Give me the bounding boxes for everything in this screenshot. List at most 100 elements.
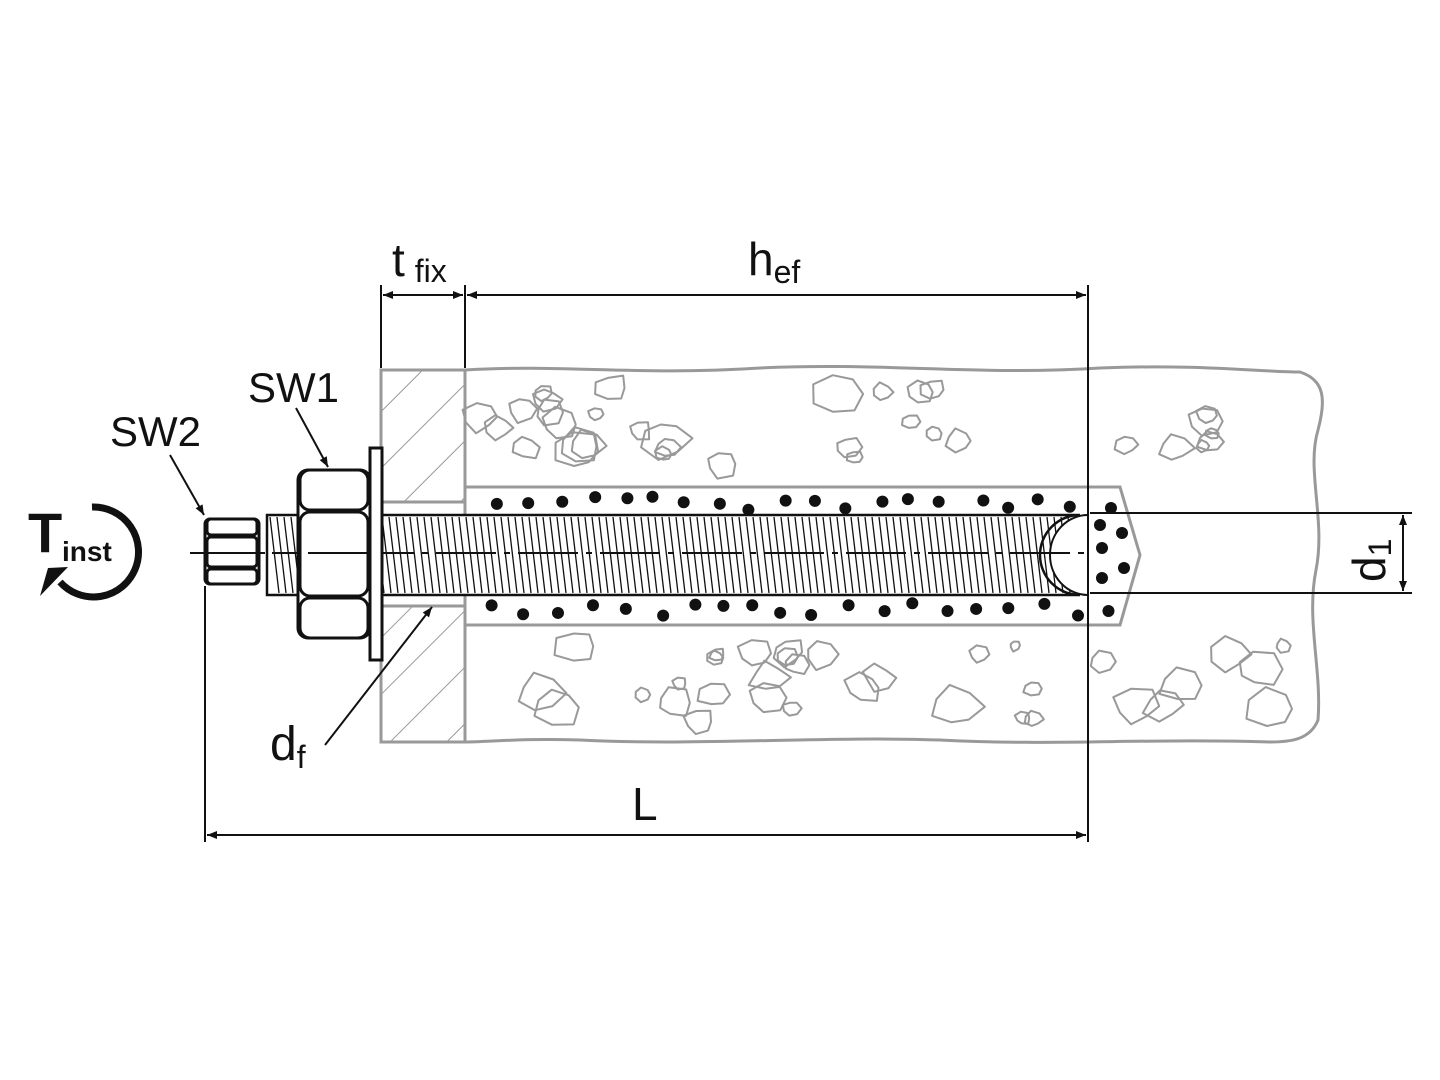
mortar-dot (1096, 572, 1108, 584)
aggregate-stone (533, 688, 580, 726)
mortar-dot (1096, 542, 1108, 554)
aggregate-stone (906, 379, 934, 404)
mortar-dot (1104, 502, 1117, 515)
mortar-dot (1118, 562, 1130, 574)
aggregate-stone (807, 640, 840, 672)
aggregate-stone (1238, 650, 1284, 686)
aggregate-stone (747, 659, 792, 690)
aggregate-stone (696, 682, 731, 706)
mortar-dot (586, 599, 599, 612)
aggregate-stone (594, 374, 626, 400)
mortar-dot (941, 605, 954, 618)
aggregate-stone (901, 414, 922, 429)
aggregate-stone (517, 671, 568, 712)
mortar-dot (646, 490, 659, 503)
aggregate-stone (671, 676, 687, 691)
aggregate-stone (845, 450, 864, 464)
aggregate-stone (1023, 709, 1045, 727)
mortar-dot (689, 598, 702, 611)
aggregate-stone (541, 405, 577, 440)
mortar-dot (779, 494, 792, 507)
mortar-dot (1002, 501, 1015, 514)
mortar-dot (932, 495, 945, 508)
mortar-dot (517, 608, 530, 621)
aggregate-stone (654, 445, 673, 461)
mortar-dot (1094, 519, 1106, 531)
mortar-dot (906, 597, 919, 610)
aggregate-stone (1009, 640, 1021, 653)
mortar-dot (589, 491, 602, 504)
mortar-dot (717, 599, 730, 612)
aggregate-stone (772, 639, 804, 669)
df-label: df (270, 718, 306, 775)
aggregate-stone (812, 374, 865, 413)
threaded-rod (265, 513, 1089, 597)
mortar-dot (713, 497, 726, 510)
aggregate-stone (1210, 635, 1253, 674)
mortar-dot (977, 494, 990, 507)
mortar-dot (677, 496, 690, 509)
mortar-dot (746, 599, 759, 612)
mortar-dot (551, 606, 564, 619)
mortar-dot (842, 599, 855, 612)
mortar-dot (1072, 609, 1085, 622)
aggregate-stone (1158, 666, 1203, 700)
aggregate-stone (1275, 637, 1292, 654)
aggregate-stone (1195, 430, 1225, 452)
mortar-dot (876, 495, 889, 508)
mortar-dot (1116, 527, 1128, 539)
aggregate-stone (706, 649, 725, 666)
aggregate-stone (1089, 649, 1117, 674)
aggregate-stone (1195, 405, 1218, 424)
aggregate-stone (776, 647, 799, 666)
aggregate-stone (653, 438, 683, 457)
mortar-dot (901, 493, 914, 506)
mortar-dot (1063, 500, 1076, 513)
aggregate-stone (483, 414, 515, 442)
svg-text:inst: inst (62, 536, 112, 567)
aggregate-stone (570, 428, 608, 460)
aggregate-stone (553, 632, 595, 662)
mortar-dot (808, 494, 821, 507)
aggregate-stone (587, 407, 605, 422)
washer (368, 446, 384, 662)
mortar-dot (774, 606, 787, 619)
length-label: L (632, 778, 658, 830)
fixture-plate (379, 368, 467, 744)
installation-torque-icon: T inst (28, 501, 143, 601)
aggregate-stone (861, 662, 898, 693)
aggregate-stone (781, 701, 803, 717)
aggregate-stone (944, 427, 972, 454)
aggregate-stone (511, 435, 541, 460)
extension-lines (204, 285, 1412, 842)
aggregate-stone (872, 381, 895, 402)
aggregate-stone (919, 379, 945, 400)
aggregate-stone (1113, 435, 1140, 456)
aggregate-stone (682, 709, 712, 736)
mortar-dot (742, 503, 755, 516)
sw2-label: SW2 (110, 408, 201, 455)
aggregate-stone (1141, 689, 1185, 723)
aggregate-stone (836, 437, 864, 459)
hex-nut-sw2 (203, 517, 261, 586)
mortar-dot (1102, 604, 1115, 617)
mortar-dot (556, 495, 569, 508)
mortar-dot (485, 599, 498, 612)
mortar-dot (1002, 602, 1015, 615)
aggregate-stone (931, 683, 986, 724)
hex-nut-sw1 (296, 468, 372, 640)
mortar-dot (621, 492, 634, 505)
aggregate-stone (925, 425, 943, 442)
sw1-label: SW1 (248, 364, 339, 411)
aggregate-stone (707, 452, 737, 480)
aggregate-stone (629, 421, 651, 441)
aggregate-stone (748, 682, 788, 714)
aggregate-stone (634, 686, 652, 704)
aggregate-stone (843, 671, 880, 702)
hef-label: hef (748, 233, 800, 290)
aggregate-stone (1245, 686, 1293, 727)
mortar-dot (805, 608, 818, 621)
sw1-leader (295, 407, 329, 468)
